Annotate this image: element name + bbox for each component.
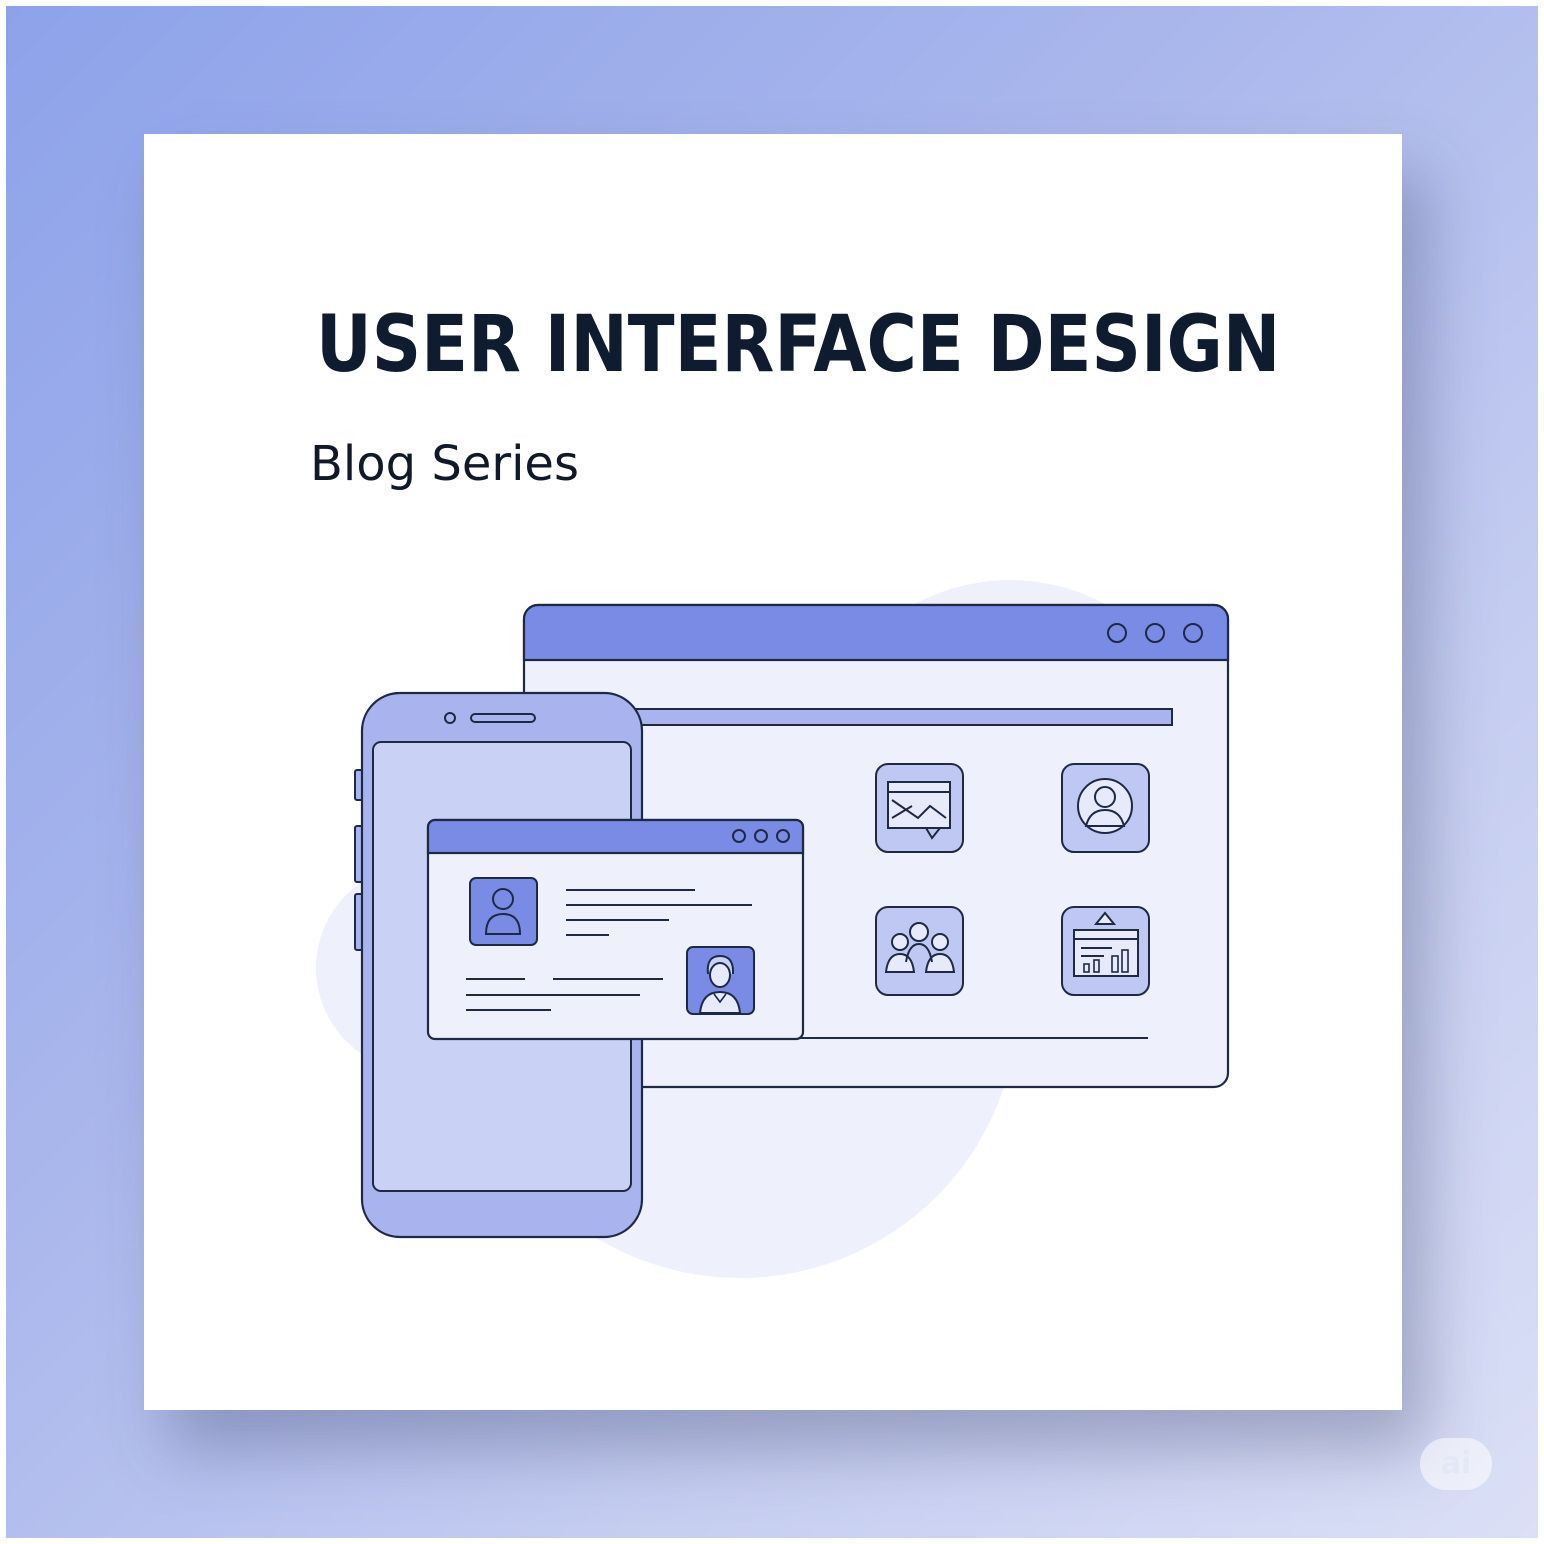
window-dots [1107, 623, 1203, 643]
page-subtitle: Blog Series [310, 436, 579, 492]
dashboard-icon [1061, 906, 1150, 996]
text-lines [466, 889, 752, 1011]
team-icon [875, 906, 964, 996]
window-dots [732, 829, 790, 843]
user-avatar-icon [469, 877, 538, 946]
person-avatar-icon [686, 946, 755, 1015]
address-bar [629, 708, 1173, 726]
user-profile-icon [1061, 763, 1150, 853]
slides-icon [875, 763, 964, 853]
profile-card-window [426, 818, 805, 1041]
page-title: USER INTERFACE DESIGN [316, 300, 1281, 390]
ai-badge: ai [1420, 1438, 1492, 1490]
